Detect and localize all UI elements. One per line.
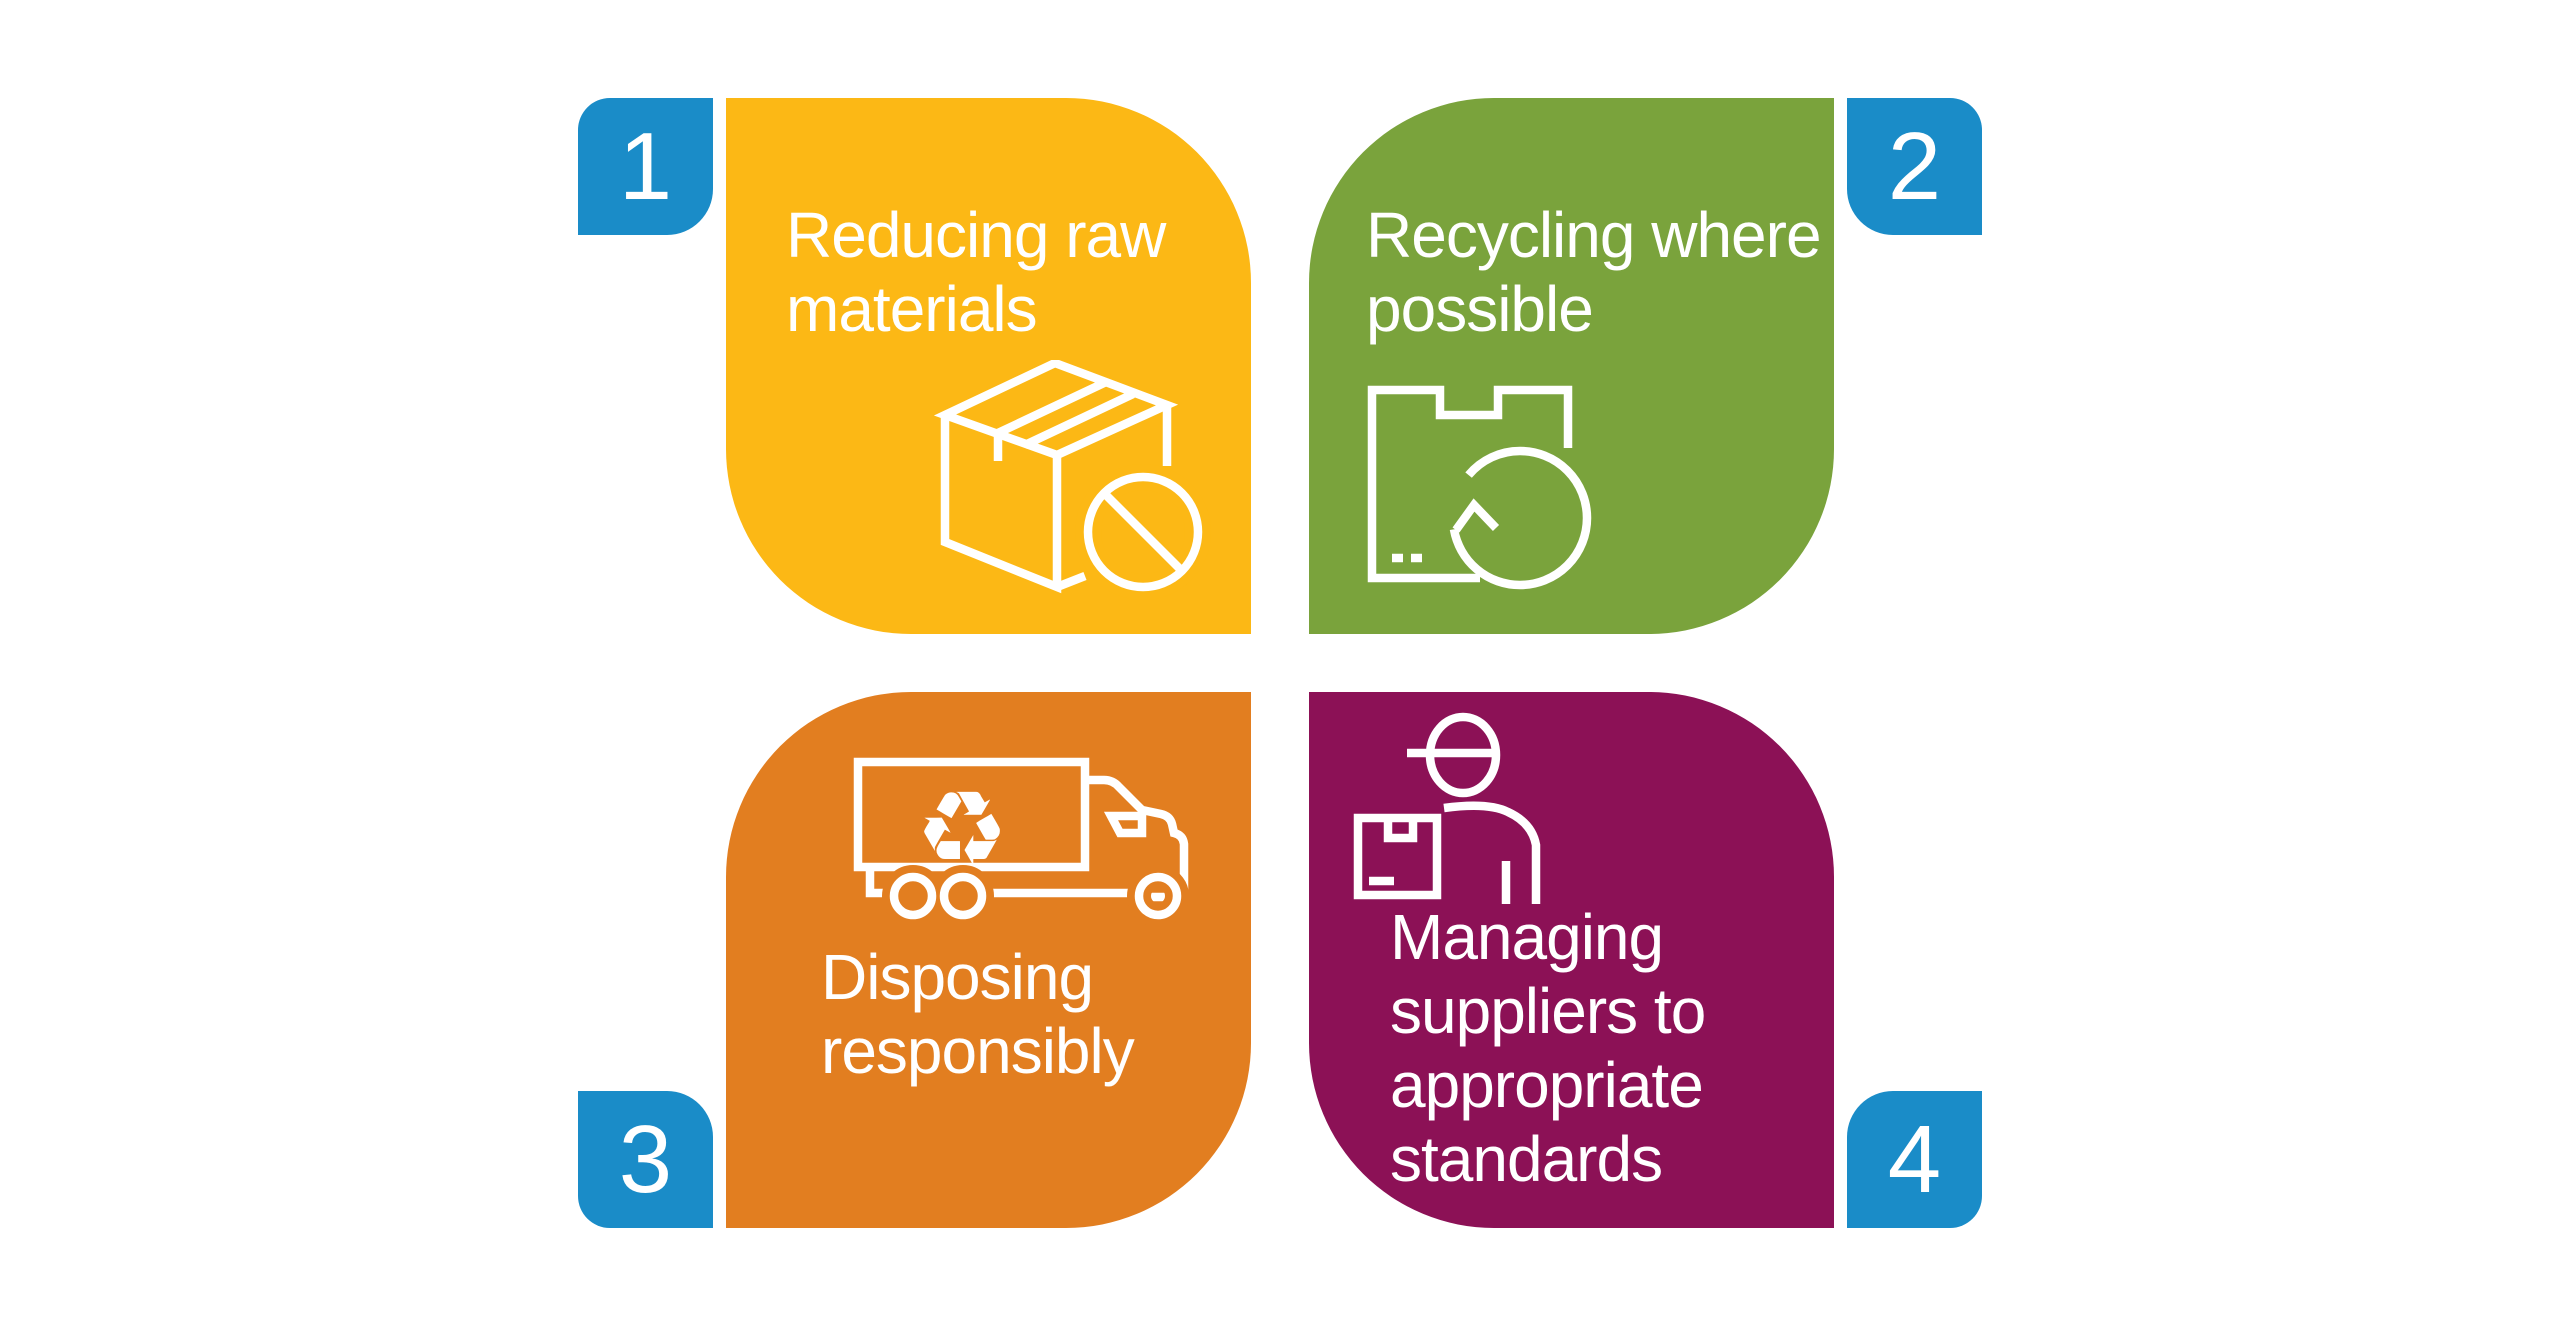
card-title-managing-suppliers: Managing suppliers to appropriate standa…: [1390, 900, 1706, 1196]
number-tab-4: 4: [1847, 1091, 1982, 1228]
title-line: standards: [1390, 1123, 1663, 1195]
title-line: Recycling where: [1366, 199, 1822, 271]
card-managing-suppliers: [1309, 692, 1834, 1228]
number-tab-3: 3: [578, 1091, 713, 1228]
title-line: Disposing: [821, 941, 1094, 1013]
number-tab-2: 2: [1847, 98, 1982, 235]
title-line: suppliers to: [1390, 975, 1706, 1047]
supplier-worker-icon: [1353, 712, 1541, 904]
card-title-reducing-raw-materials: Reducing raw materials: [786, 198, 1166, 346]
box-recycle-icon: [1367, 385, 1592, 590]
card-title-disposing-responsibly: Disposing responsibly: [821, 940, 1135, 1088]
step-number: 2: [1887, 112, 1942, 220]
box-prohibited-icon: [933, 360, 1211, 600]
step-number: 1: [618, 112, 673, 220]
title-line: possible: [1366, 273, 1594, 345]
title-line: appropriate: [1390, 1049, 1704, 1121]
card-title-recycling-where-possible: Recycling where possible: [1366, 198, 1822, 346]
title-line: Managing: [1390, 901, 1664, 973]
recycling-truck-icon: ♻: [853, 757, 1189, 927]
card-recycling-where-possible: [1309, 98, 1834, 634]
recycle-symbol-glyph: ♻: [915, 768, 1008, 890]
step-number: 3: [618, 1105, 673, 1213]
title-line: responsibly: [821, 1015, 1135, 1087]
title-line: Reducing raw: [786, 199, 1166, 271]
title-line: materials: [786, 273, 1038, 345]
step-number: 4: [1887, 1105, 1942, 1213]
card-reducing-raw-materials: [726, 98, 1251, 634]
card-disposing-responsibly: [726, 692, 1251, 1228]
number-tab-1: 1: [578, 98, 713, 235]
